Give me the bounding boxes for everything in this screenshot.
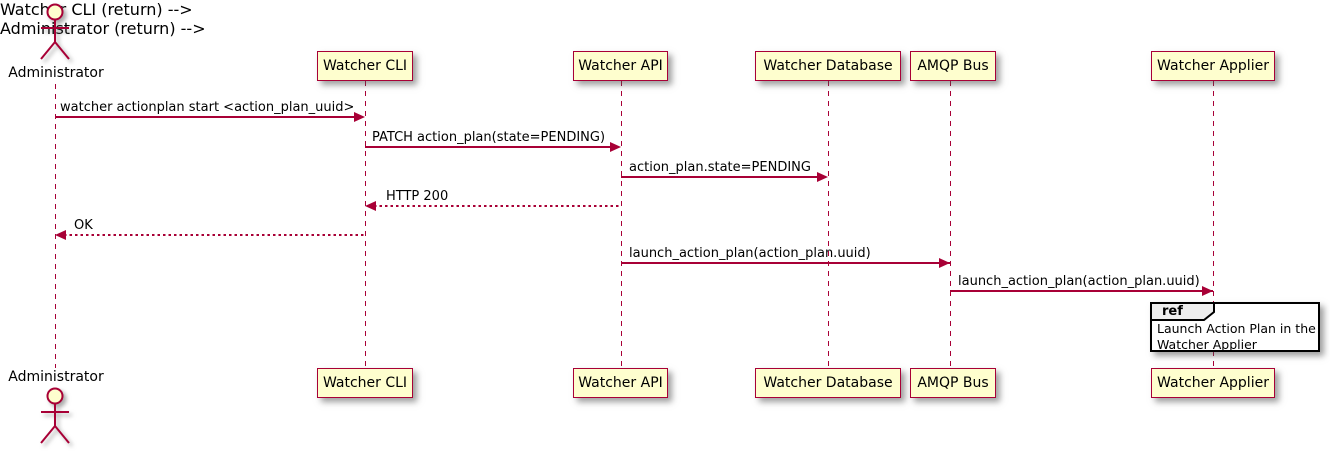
participant-amqp-bus-bottom: AMQP Bus [910, 368, 996, 398]
participant-label: Watcher API [578, 58, 663, 74]
lifeline-watcher-api [621, 81, 622, 368]
message-line [950, 290, 1213, 292]
message-line [365, 146, 611, 148]
lifeline-amqp-bus [950, 81, 951, 368]
participant-watcher-cli-top: Watcher CLI [317, 51, 413, 81]
message-line [64, 234, 365, 236]
message-line [374, 205, 621, 207]
message-label: HTTP 200 [386, 189, 449, 204]
participant-watcher-database-bottom: Watcher Database [755, 368, 901, 398]
arrowhead-left-icon [55, 230, 66, 240]
arrowhead-left-icon [365, 201, 376, 211]
actor-icon [40, 387, 70, 444]
message-label: OK [74, 218, 93, 233]
participant-watcher-applier-bottom: Watcher Applier [1151, 368, 1275, 398]
arrowhead-right-icon [610, 142, 621, 152]
message-label: watcher actionplan start <action_plan_uu… [60, 100, 355, 115]
participant-watcher-database-top: Watcher Database [755, 51, 901, 81]
participant-watcher-applier-top: Watcher Applier [1151, 51, 1275, 81]
arrowhead-right-icon [939, 258, 950, 268]
participant-watcher-api-bottom: Watcher API [573, 368, 668, 398]
message-label: PATCH action_plan(state=PENDING) [372, 130, 606, 145]
participant-label: AMQP Bus [917, 375, 989, 391]
participant-label: Watcher API [578, 375, 663, 391]
message-line [621, 176, 818, 178]
arrowhead-right-icon [1202, 286, 1213, 296]
message-label: launch_action_plan(action_plan.uuid) [629, 246, 871, 261]
message-line [621, 262, 950, 264]
lifeline-watcher-cli [365, 81, 366, 368]
participant-watcher-cli-bottom: Watcher CLI [317, 368, 413, 398]
lifeline-administrator [55, 84, 56, 368]
actor-label-top: Administrator [8, 65, 104, 81]
participant-label: Watcher Applier [1157, 375, 1269, 391]
actor-icon [40, 3, 70, 60]
message-label: launch_action_plan(action_plan.uuid) [958, 274, 1200, 289]
participant-amqp-bus-top: AMQP Bus [910, 51, 996, 81]
participant-label: Watcher Database [763, 375, 893, 391]
participant-label: Watcher CLI [322, 375, 408, 391]
lifeline-watcher-applier [1213, 81, 1214, 368]
ref-fragment: ref Launch Action Plan in the Watcher Ap… [1150, 302, 1320, 352]
actor-label-bottom: Administrator [8, 369, 104, 385]
lifeline-watcher-database [828, 81, 829, 368]
participant-label: Watcher CLI [322, 58, 408, 74]
message-label: action_plan.state=PENDING [629, 160, 811, 175]
arrowhead-right-icon [354, 112, 365, 122]
participant-label: AMQP Bus [917, 58, 989, 74]
arrowhead-right-icon [817, 172, 828, 182]
ref-keyword: ref [1162, 304, 1183, 319]
ref-tab-icon [1150, 302, 1215, 321]
message-line [55, 116, 355, 118]
participant-watcher-api-top: Watcher API [573, 51, 668, 81]
participant-label: Watcher Applier [1157, 58, 1269, 74]
ref-text: Launch Action Plan in the Watcher Applie… [1157, 321, 1316, 352]
participant-label: Watcher Database [763, 58, 893, 74]
